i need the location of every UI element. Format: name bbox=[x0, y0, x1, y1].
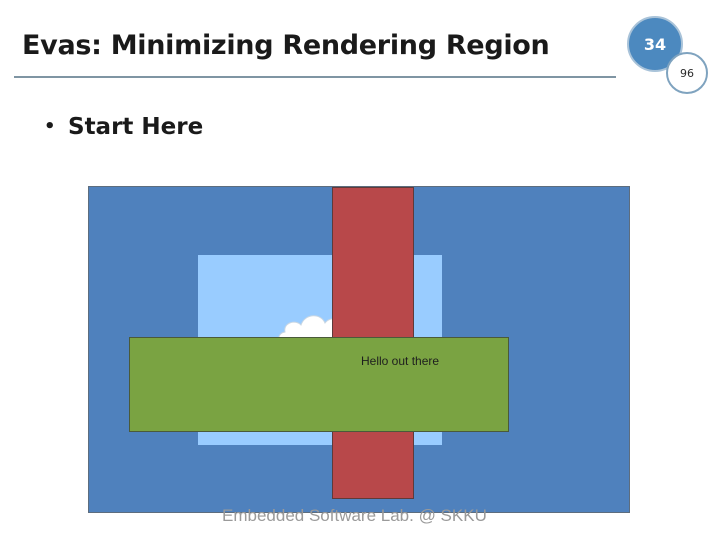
render-canvas-figure: Hello out there bbox=[88, 186, 630, 513]
slide-footer: Embedded Software Lab. @ SKKU bbox=[222, 506, 487, 525]
slide-title: Evas: Minimizing Rendering Region bbox=[22, 30, 550, 61]
bullet-text: Start Here bbox=[68, 114, 204, 140]
bullet-item: • Start Here bbox=[44, 114, 203, 140]
hello-label: Hello out there bbox=[361, 354, 440, 368]
bullet-symbol: • bbox=[44, 116, 56, 137]
title-divider bbox=[14, 76, 616, 78]
green-text-box: Hello out there bbox=[129, 337, 509, 432]
page-number-badge: 34 bbox=[627, 16, 683, 72]
total-pages-badge: 96 bbox=[666, 52, 708, 94]
